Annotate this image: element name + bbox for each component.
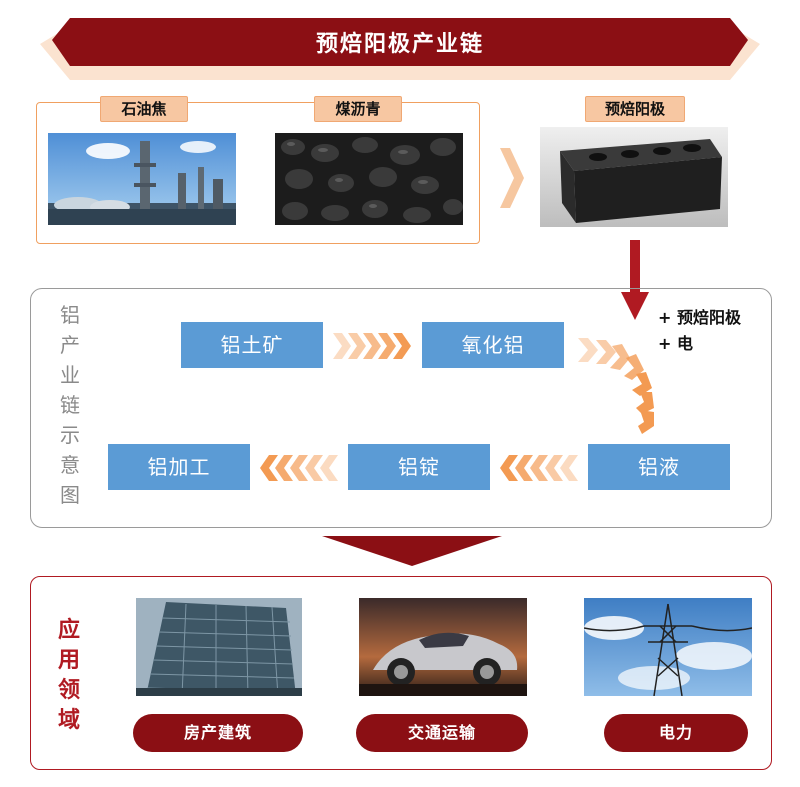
chevrons-left-icon-2	[260, 455, 338, 481]
building-image	[136, 598, 302, 696]
product-label: 预焙阳极	[585, 96, 685, 122]
refinery-image	[48, 133, 236, 225]
anode-block-image	[540, 127, 728, 227]
car-image	[359, 598, 527, 696]
chevron-mark	[333, 333, 351, 359]
chevron-right-icon	[500, 148, 524, 208]
aluminum-chain-box	[30, 288, 772, 528]
power-tower-image	[584, 598, 752, 696]
applications-vertical-label: 应用领域	[56, 616, 82, 736]
chevron-mark	[275, 455, 293, 481]
chevron-mark	[348, 333, 366, 359]
chevron-mark	[545, 455, 563, 481]
raw-label-petroleum-coke: 石油焦	[100, 96, 188, 122]
step-alumina: 氧化铝	[422, 322, 564, 368]
applications-box	[30, 576, 772, 770]
input-electricity-note: + 电	[658, 334, 693, 353]
chevrons-left-icon	[500, 455, 578, 481]
chevron-mark	[305, 455, 323, 481]
step-bauxite: 铝土矿	[181, 322, 323, 368]
app-transport-button: 交通运输	[356, 714, 528, 752]
chevron-mark	[500, 455, 518, 481]
app-real-estate-button: 房产建筑	[133, 714, 303, 752]
app-power-button: 电力	[604, 714, 748, 752]
chevrons-right-icon	[333, 333, 411, 359]
chevron-mark	[515, 455, 533, 481]
applications-label-text: 应用领域	[57, 618, 80, 733]
chevrons-curve-icon	[578, 338, 654, 434]
arrow-down-icon	[621, 240, 649, 320]
coal-pitch-image	[275, 133, 463, 225]
chevron-mark	[320, 455, 338, 481]
raw-materials-box	[36, 102, 480, 244]
chevron-mark	[260, 455, 278, 481]
input-anode-note: + 预焙阳极	[658, 308, 741, 327]
chevron-mark	[530, 455, 548, 481]
chain-label-text: 铝产业链示意图	[60, 303, 80, 507]
chevron-mark	[560, 455, 578, 481]
chevron-mark	[290, 455, 308, 481]
step-molten-aluminum: 铝液	[588, 444, 730, 490]
big-down-arrow-icon	[322, 536, 502, 566]
page-title: 预焙阳极产业链	[315, 32, 484, 57]
chevron-mark	[393, 333, 411, 359]
step-aluminum-processing: 铝加工	[108, 444, 250, 490]
chevron-mark	[378, 333, 396, 359]
chain-vertical-label: 铝产业链示意图	[58, 300, 82, 510]
chevron-mark	[363, 333, 381, 359]
step-aluminum-ingot: 铝锭	[348, 444, 490, 490]
title-banner	[40, 18, 760, 80]
raw-label-coal-pitch: 煤沥青	[314, 96, 402, 122]
